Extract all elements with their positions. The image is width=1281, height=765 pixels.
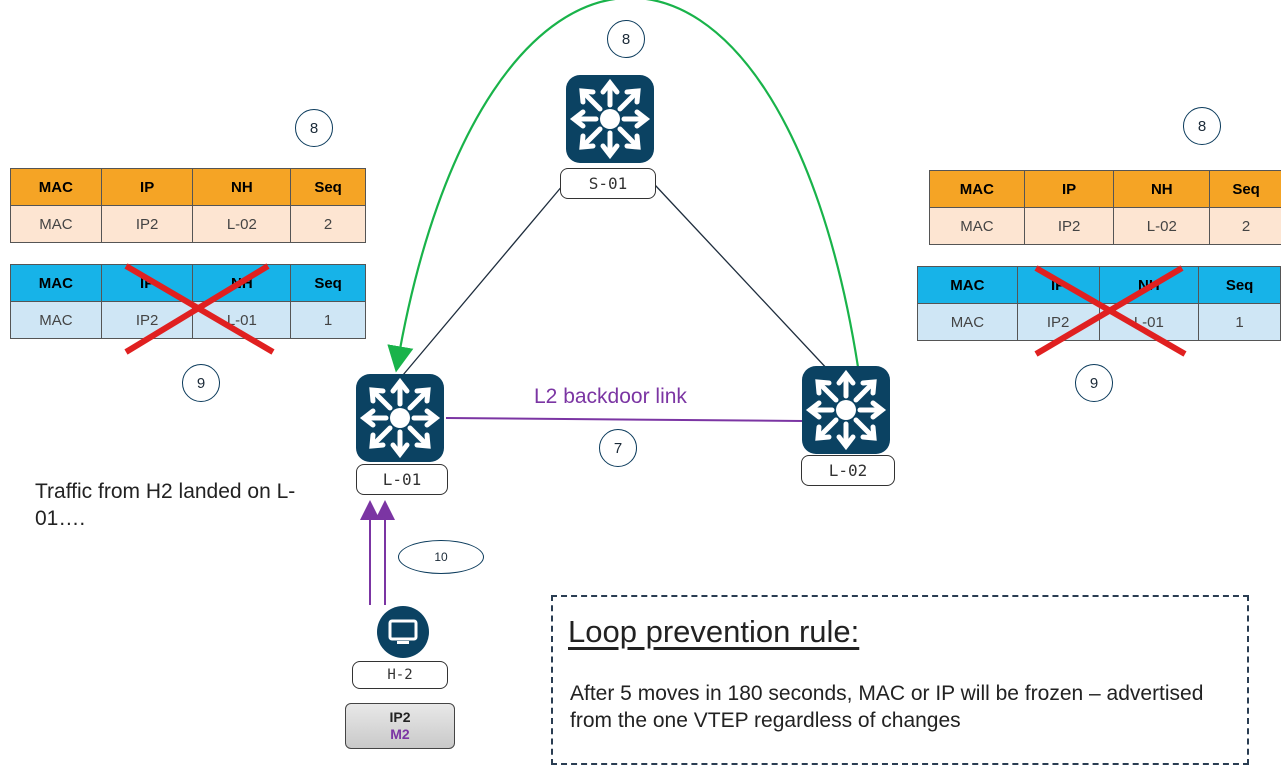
step-link: 7 (599, 429, 637, 467)
step-right-top: 8 (1183, 107, 1221, 145)
step-left-bottom: 9 (182, 364, 220, 402)
table-row: MAC IP2 L-02 2 (930, 208, 1281, 245)
col-seq: Seq (291, 169, 366, 206)
col-mac: MAC (11, 169, 102, 206)
step-left-top: 8 (295, 109, 333, 147)
cell-seq: 1 (1199, 304, 1281, 341)
table-header-row: MAC IP NH Seq (930, 171, 1281, 208)
traffic-note: Traffic from H2 landed on L-01…. (35, 478, 325, 532)
left-stale-x-icon (118, 262, 278, 356)
right-current-table: MAC IP NH Seq MAC IP2 L-02 2 (929, 170, 1281, 245)
cell-seq: 1 (291, 302, 366, 339)
leaf1-switch-icon (356, 374, 444, 462)
table-header-row: MAC IP NH Seq (11, 169, 366, 206)
col-nh: NH (193, 169, 291, 206)
col-mac: MAC (918, 267, 1018, 304)
left-current-table: MAC IP NH Seq MAC IP2 L-02 2 (10, 168, 366, 243)
cell-ip: IP2 (1024, 208, 1114, 245)
rule-body: After 5 moves in 180 seconds, MAC or IP … (570, 680, 1210, 734)
col-seq: Seq (1199, 267, 1281, 304)
cell-mac: MAC (918, 304, 1018, 341)
cell-mac: MAC (930, 208, 1025, 245)
spine-switch-icon (566, 75, 654, 163)
host-monitor-icon (377, 606, 429, 658)
backdoor-link (446, 418, 803, 421)
link-spine-leaf1 (403, 185, 563, 375)
cell-ip: IP2 (101, 206, 193, 243)
cell-mac: MAC (11, 206, 102, 243)
cell-nh: L-02 (193, 206, 291, 243)
leaf1-label: L-01 (356, 464, 448, 495)
right-stale-x-icon (1030, 264, 1190, 358)
col-mac: MAC (11, 265, 102, 302)
cell-nh: L-02 (1114, 208, 1210, 245)
link-spine-leaf2 (655, 185, 830, 372)
col-seq: Seq (1210, 171, 1281, 208)
cell-seq: 2 (291, 206, 366, 243)
col-mac: MAC (930, 171, 1025, 208)
rule-title: Loop prevention rule: (568, 614, 859, 650)
step-right-bottom: 9 (1075, 364, 1113, 402)
table-row: MAC IP2 L-02 2 (11, 206, 366, 243)
cell-seq: 2 (1210, 208, 1281, 245)
col-ip: IP (1024, 171, 1114, 208)
leaf2-switch-icon (802, 366, 890, 454)
leaf2-label: L-02 (801, 455, 895, 486)
host-ip: IP2 (389, 709, 410, 726)
spine-label: S-01 (560, 168, 656, 199)
col-nh: NH (1114, 171, 1210, 208)
col-seq: Seq (291, 265, 366, 302)
host-address-box: IP2 M2 (345, 703, 455, 749)
step-host: 10 (398, 540, 484, 574)
backdoor-link-label: L2 backdoor link (534, 385, 687, 409)
host-mac: M2 (390, 726, 409, 743)
cell-mac: MAC (11, 302, 102, 339)
col-ip: IP (101, 169, 193, 206)
host-label: H-2 (352, 661, 448, 689)
step-top: 8 (607, 20, 645, 58)
